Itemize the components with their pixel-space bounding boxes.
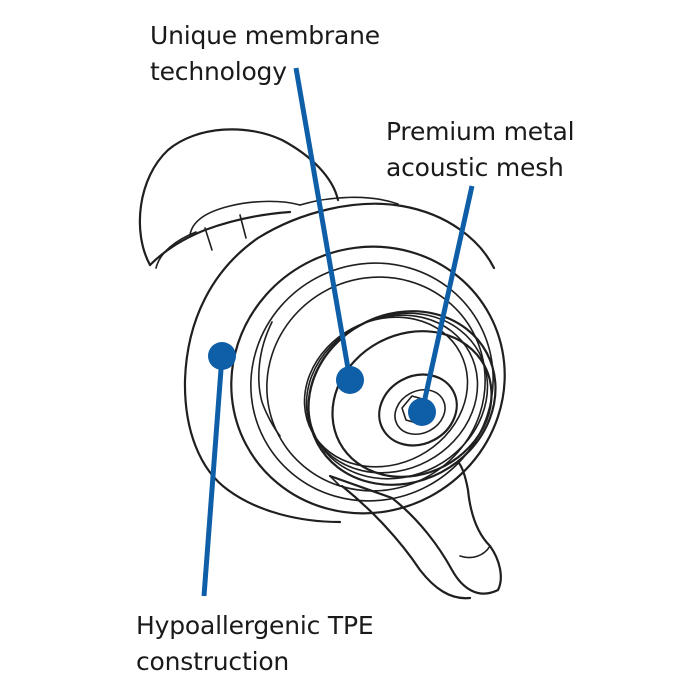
leader-mesh [408, 185, 475, 426]
label-tpe-line2: construction [136, 647, 290, 676]
ear-tip-back [138, 128, 340, 269]
label-membrane-line2: technology [150, 57, 287, 86]
wing-fin [328, 460, 502, 600]
leader-membrane [293, 67, 364, 394]
label-mesh: Premium metal acoustic mesh [386, 114, 575, 186]
label-mesh-line2: acoustic mesh [386, 153, 564, 182]
flange-rings [230, 245, 506, 515]
ear-tip-dome [183, 196, 496, 524]
label-tpe: Hypoallergenic TPE construction [136, 608, 374, 680]
label-membrane-line1: Unique membrane [150, 21, 380, 50]
leader-tpe [201, 342, 236, 597]
label-mesh-line1: Premium metal [386, 117, 575, 146]
label-tpe-line1: Hypoallergenic TPE [136, 611, 374, 640]
label-membrane: Unique membrane technology [150, 18, 380, 90]
nozzle [303, 310, 497, 486]
